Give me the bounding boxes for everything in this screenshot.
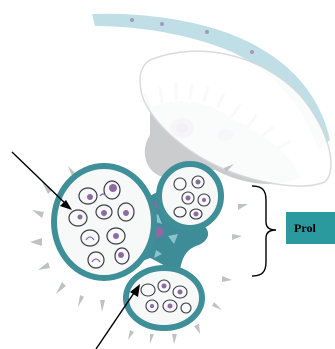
stage-label-text: Prol: [294, 221, 316, 235]
follicle-large: [54, 166, 154, 278]
pointer-arrow-upper: [12, 152, 72, 210]
curly-brace: [252, 186, 276, 276]
follicle-upper-right: [159, 164, 221, 228]
follicle-lower: [126, 268, 202, 328]
stage-label-box: Prol: [286, 212, 335, 244]
